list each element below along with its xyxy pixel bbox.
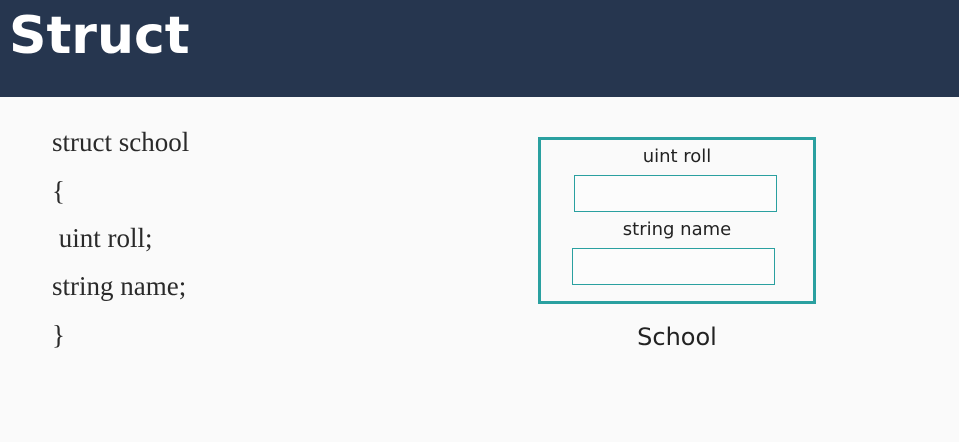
code-line-struct-declaration: struct school — [52, 127, 190, 157]
field-box-name — [572, 248, 775, 285]
code-line-open-brace: { — [52, 176, 65, 206]
field-label-name: string name — [622, 219, 732, 240]
code-line-name-field: string name; — [52, 271, 187, 301]
slide-title: Struct — [9, 6, 190, 66]
field-box-roll — [574, 175, 777, 212]
code-line-roll-field: uint roll; — [52, 223, 153, 253]
code-line-close-brace: } — [52, 320, 65, 350]
struct-outer-box — [538, 137, 816, 304]
field-label-roll: uint roll — [642, 146, 712, 167]
diagram-caption: School — [637, 323, 717, 351]
slide-content — [0, 97, 959, 442]
slide-header: Struct — [0, 0, 959, 97]
